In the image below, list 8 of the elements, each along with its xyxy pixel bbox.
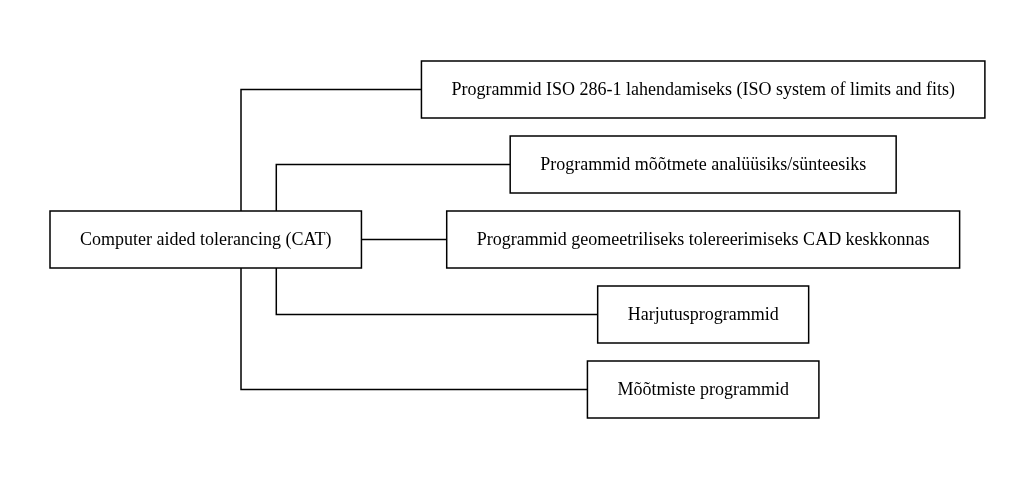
node-box: Programmid mõõtmete analüüsiks/sünteesiks bbox=[509, 134, 897, 194]
node-box: Mõõtmiste programmid bbox=[586, 359, 820, 419]
connector bbox=[360, 238, 447, 240]
node-box: Programmid ISO 286-1 lahendamiseks (ISO system of limits and fits) bbox=[420, 59, 986, 119]
node-box: Programmid geomeetriliseks tolereerimiseks CAD keskkonnas bbox=[445, 209, 960, 269]
node-box: Computer aided tolerancing (CAT) bbox=[48, 209, 362, 269]
node-box: Harjutusprogrammid bbox=[596, 284, 809, 344]
connector bbox=[275, 266, 598, 315]
